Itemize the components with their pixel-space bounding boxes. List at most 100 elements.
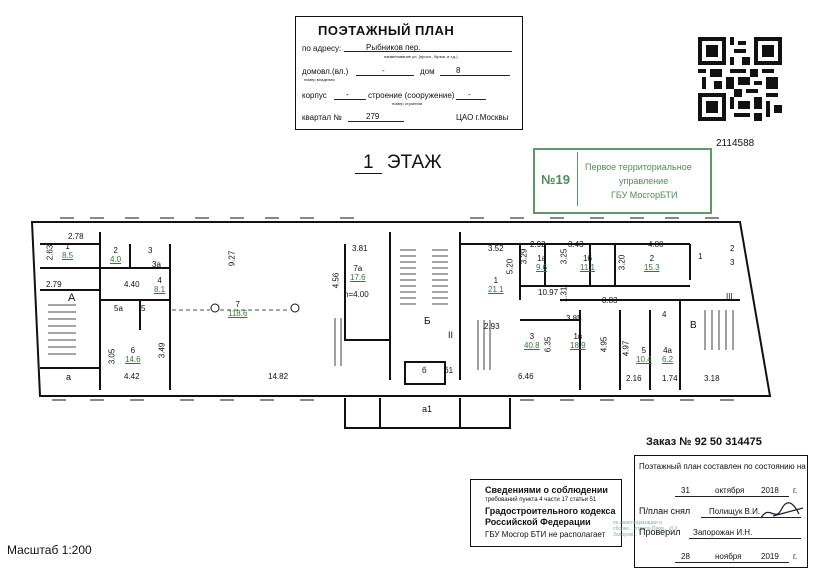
page-title: ПОЭТАЖНЫЙ ПЛАН (318, 23, 455, 38)
dim-456: 4.56 (331, 272, 341, 289)
date1-year: 2018 (761, 486, 779, 495)
letter-b-small: б (422, 366, 427, 375)
dim-440: 4.40 (124, 280, 140, 289)
room-2-far: 2 (730, 244, 735, 253)
dim-352: 3.52 (488, 244, 504, 253)
scale-label: Масштаб 1:200 (7, 543, 92, 557)
bti-stamp: №19 Первое территориальное управление ГБ… (533, 148, 712, 214)
letter-a1: а1 (422, 404, 433, 414)
dim-927: 9.27 (227, 250, 237, 267)
korpus-value: - (346, 90, 349, 99)
room-5a: 5а (114, 304, 123, 313)
address-label: по адресу: (302, 44, 342, 53)
letter-a: А (68, 292, 76, 304)
floor-text: ЭТАЖ (386, 152, 442, 173)
compliance-line4: Российской Федерации (485, 517, 591, 527)
qr-code-icon (698, 37, 782, 121)
date2-month: ноября (715, 552, 742, 561)
letter-b: Б (424, 316, 431, 327)
floor-label: 1 ЭТАЖ (355, 152, 442, 174)
date1-suffix: г. (793, 486, 798, 495)
letter-v: В (690, 320, 697, 331)
proveril-label: Проверил (639, 527, 681, 537)
date2-year: 2019 (761, 552, 779, 561)
address-value: Рыбников пер. (366, 43, 421, 52)
dim-278: 2.78 (68, 232, 84, 241)
order-number: Заказ № 92 50 314475 (646, 436, 762, 448)
dim-320: 3.20 (617, 254, 627, 271)
kvartal-label: квартал № (302, 113, 342, 122)
dim-646: 6.46 (518, 372, 534, 381)
date2-suffix: г. (793, 552, 798, 561)
dim-442: 4.42 (124, 372, 140, 381)
dim-883: 8.83 (602, 296, 618, 305)
domovl-label: домовл.(вл.) (302, 67, 349, 76)
kvartal-value: 279 (366, 112, 380, 121)
dim-293: 2.93 (484, 322, 500, 331)
date1-day: 31 (681, 486, 690, 495)
dim-329: 3.29 (519, 248, 529, 265)
domovl-hint: номер владения (304, 77, 335, 82)
stamp-line1: Первое территориальное (585, 162, 692, 172)
roman-2: II (448, 330, 454, 340)
room-3: 3 (148, 246, 153, 255)
document-number: 2114588 (716, 138, 755, 149)
stroenie-hint: номер строения (392, 101, 422, 106)
proveril-name: Запорожан И.Н. (693, 528, 753, 537)
address-hint: наименование ул. (просп., бульв. и т.д.) (384, 54, 458, 59)
korpus-label: корпус (302, 91, 327, 100)
date2-day: 28 (681, 552, 690, 561)
roman-3: III (726, 292, 733, 301)
dim-318: 3.18 (704, 374, 720, 383)
date1-month: октября (715, 486, 745, 495)
state-box: Поэтажный план составлен по состоянию на… (613, 455, 808, 568)
dim-381: 3.81 (352, 244, 368, 253)
overlay-stamp: по инвентаризации и сборке... отдела Пер… (613, 520, 679, 538)
snyal-label: П/план снял (639, 506, 691, 516)
dim-495: 4.95 (599, 336, 609, 353)
dim-480: 4.80 (648, 240, 664, 249)
dim-520: 5.20 (505, 258, 515, 275)
dim-305: 3.05 (107, 348, 117, 365)
state-title: Поэтажный план составлен по состоянию на (639, 462, 806, 471)
compliance-box: Сведениями о соблюдении требований пункт… (470, 479, 622, 547)
stroenie-value: - (468, 90, 471, 99)
dim-h400: h=4.00 (344, 290, 369, 299)
room-5: 5 (141, 304, 146, 313)
dim-174: 1.74 (662, 374, 678, 383)
letter-b1: б1 (444, 366, 454, 375)
compliance-line2: требований пункта 4 части 17 статьи 51 (485, 497, 597, 503)
stamp-line3: ГБУ МосгорБТИ (611, 190, 678, 200)
dim-497: 4.97 (621, 340, 631, 357)
stamp-line2: управление (619, 176, 669, 186)
dim-343: 3.43 (568, 240, 584, 249)
room-4-right: 4 (662, 310, 667, 319)
compliance-line3: Градостроительного кодекса (485, 506, 616, 516)
compliance-line1: Сведениями о соблюдении (485, 485, 608, 495)
snyal-name: Полищук В.И. (709, 507, 761, 516)
dim-385: 3.85 (566, 314, 582, 323)
dim-263: 2.63 (45, 244, 55, 261)
dim-1482: 14.82 (268, 372, 289, 381)
dim-349: 3.49 (157, 342, 167, 359)
dom-label: дом (420, 67, 435, 76)
dom-value: 8 (456, 66, 461, 75)
room-3-far: 3 (730, 258, 735, 267)
floor-number: 1 (355, 152, 382, 174)
district: ЦАО г.Москвы (456, 113, 509, 122)
compliance-line5: ГБУ Мосгор БТИ не располагает (485, 530, 606, 539)
header-box: ПОЭТАЖНЫЙ ПЛАН по адресу: Рыбников пер. … (295, 16, 523, 130)
dim-216: 2.16 (626, 374, 642, 383)
dim-292: 2.92 (530, 240, 546, 249)
dim-131: 1.31 (559, 286, 569, 303)
